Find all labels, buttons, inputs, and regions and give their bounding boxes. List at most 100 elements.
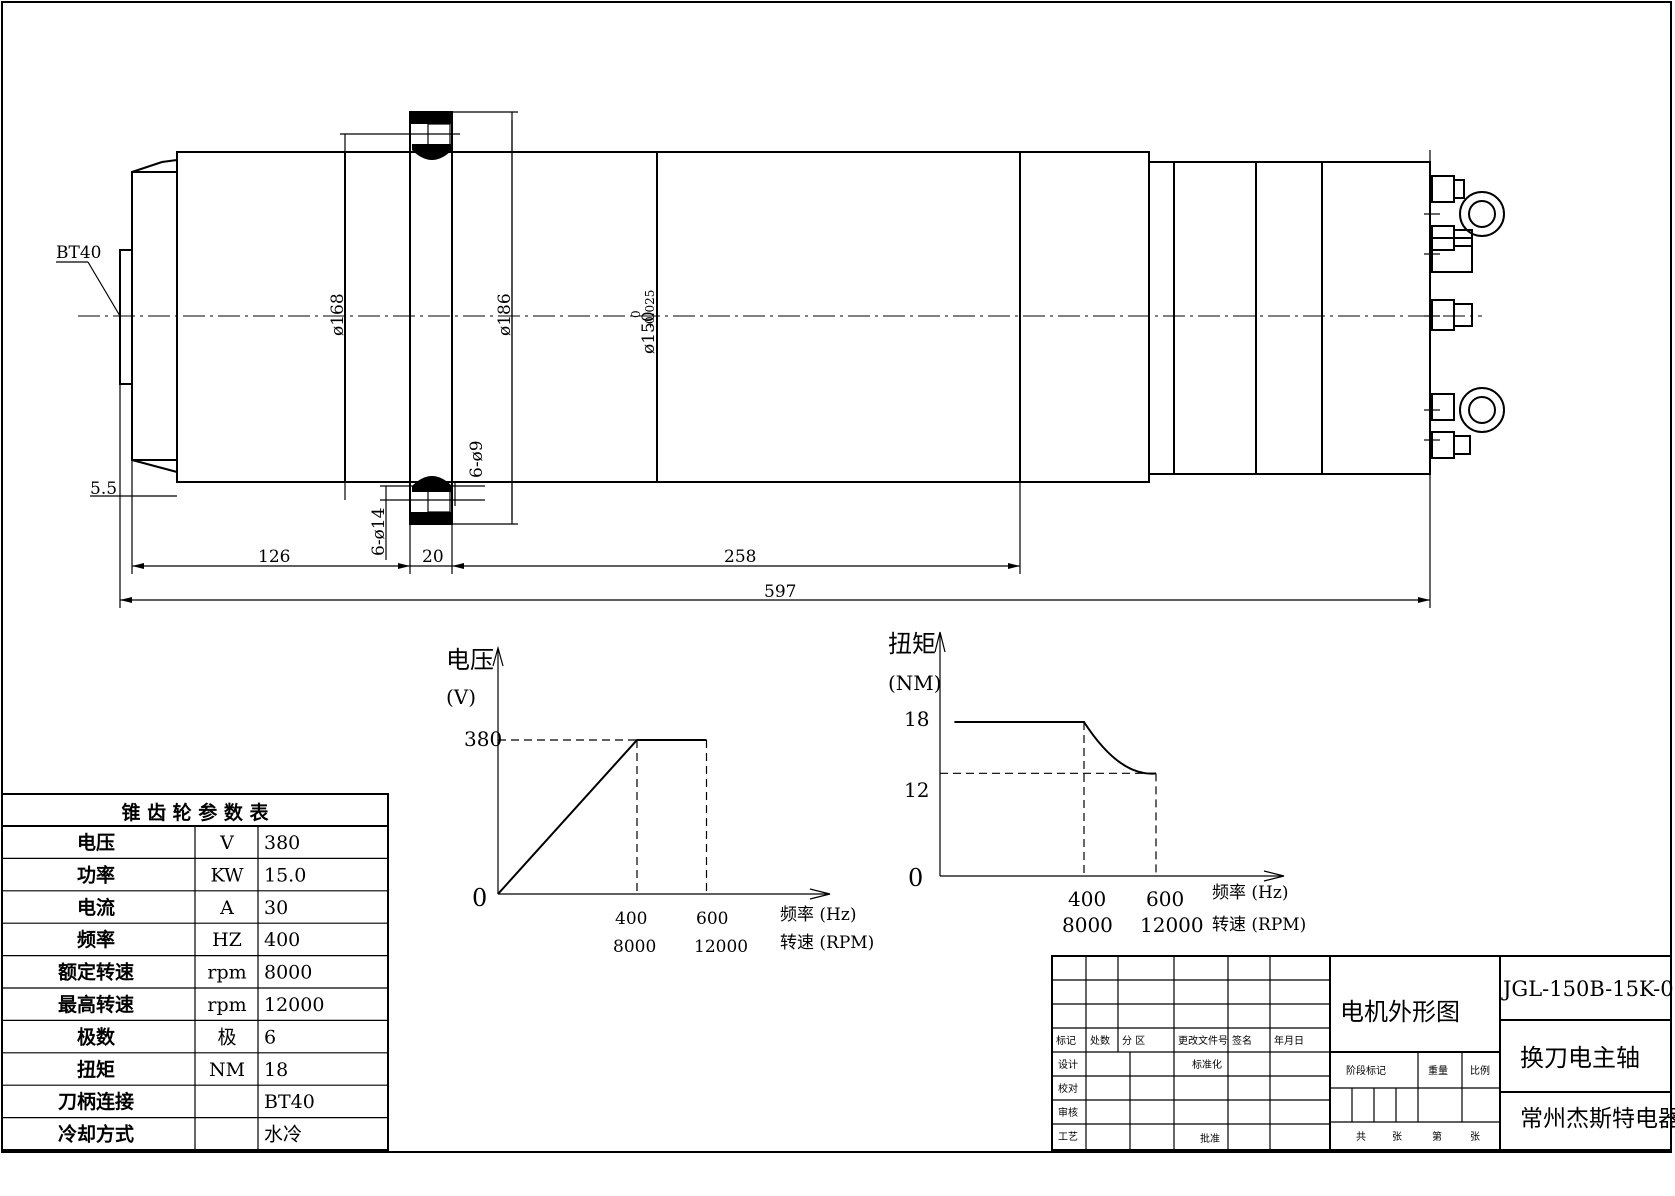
- voltage-origin: 0: [472, 884, 487, 912]
- torque-tick-12: 12: [904, 778, 929, 802]
- revision-header: 签名: [1232, 1034, 1252, 1047]
- torque-xlabel-freq: 频率 (Hz): [1212, 883, 1288, 903]
- param-unit: rpm: [207, 994, 246, 1016]
- torque-x-12000: 12000: [1140, 913, 1204, 937]
- standardize-label: 标准化: [1192, 1058, 1222, 1071]
- param-value: 水冷: [264, 1124, 302, 1146]
- torque-x-400: 400: [1068, 887, 1106, 911]
- dim-dia-186: ø186: [495, 293, 515, 336]
- product-name: 换刀电主轴: [1520, 1044, 1640, 1072]
- param-value: 30: [264, 897, 288, 919]
- dim-597: 597: [764, 582, 796, 602]
- revision-header: 更改文件号: [1178, 1034, 1228, 1047]
- dim-tol-upper: 0: [629, 310, 643, 318]
- param-unit: KW: [210, 864, 244, 886]
- approve-label: 批准: [1200, 1132, 1220, 1145]
- voltage-x-12000: 12000: [694, 937, 748, 957]
- param-value: BT40: [264, 1091, 315, 1113]
- torque-curve: [954, 721, 1157, 775]
- param-value: 400: [264, 929, 300, 951]
- torque-chart: 扭矩 (NM) 18 12 0 400 600 8000 12000 频率 (H…: [888, 630, 1306, 937]
- param-value: 8000: [264, 962, 312, 984]
- dim-126: 126: [258, 547, 290, 567]
- fitting-top: [1431, 175, 1505, 273]
- param-unit: V: [219, 832, 234, 854]
- param-name: 冷却方式: [58, 1123, 134, 1146]
- revision-header: 分 区: [1122, 1035, 1145, 1047]
- dim-dia-168: ø168: [328, 293, 348, 336]
- dim-5-5: 5.5: [90, 479, 117, 499]
- voltage-x-8000: 8000: [613, 937, 656, 957]
- voltage-chart: 电压 (V) 380 0 400 600 8000 12000 频率 (Hz) …: [446, 645, 874, 957]
- scale-label: 比例: [1470, 1064, 1490, 1077]
- spindle-drawing: BT40 5.5 126 20 258 597 ø168 ø186 ø150 0…: [56, 111, 1505, 608]
- param-name: 功率: [77, 863, 115, 886]
- voltage-curve: [497, 739, 707, 895]
- param-value: 380: [264, 832, 300, 854]
- voltage-x-400: 400: [615, 909, 647, 929]
- voltage-xlabel-speed: 转速 (RPM): [780, 933, 874, 953]
- dim-258: 258: [724, 547, 756, 567]
- signoff-label: 工艺: [1058, 1131, 1078, 1143]
- drawing-border: [1, 1, 1672, 1153]
- param-name: 额定转速: [58, 961, 134, 984]
- revision-header: 标记: [1056, 1035, 1076, 1047]
- torque-yunit: (NM): [888, 671, 942, 695]
- dim-holes-b: 6-ø14: [369, 508, 389, 556]
- sheets-total-label: 共: [1356, 1131, 1366, 1143]
- param-unit: rpm: [207, 962, 246, 984]
- param-value: 12000: [264, 994, 324, 1016]
- signoff-label: 设计: [1058, 1058, 1078, 1071]
- torque-tick-18: 18: [904, 707, 929, 731]
- fitting-bottom: [1431, 387, 1505, 459]
- company-name: 常州杰斯特电器: [1520, 1106, 1675, 1132]
- drawing-title: 电机外形图: [1340, 998, 1460, 1026]
- voltage-ylabel: 电压: [446, 646, 494, 674]
- param-unit: A: [219, 897, 234, 919]
- dim-20: 20: [422, 547, 444, 567]
- revision-header: 处数: [1090, 1034, 1110, 1047]
- stage-mark-label: 阶段标记: [1346, 1064, 1386, 1077]
- voltage-yunit: (V): [446, 685, 476, 709]
- title-block: 标记 处数分 区 更改文件号签名 年月日设计校对审核工艺 电机外形图 JGL-150B…: [1051, 955, 1675, 1151]
- param-name: 电流: [77, 896, 115, 919]
- torque-ylabel: 扭矩: [888, 630, 936, 658]
- param-value: 18: [264, 1059, 288, 1081]
- param-name: 极数: [77, 1025, 116, 1048]
- tool-holder-label: BT40: [56, 243, 101, 263]
- param-name: 频率: [77, 928, 115, 951]
- mount-flange: [409, 111, 453, 525]
- torque-x-600: 600: [1146, 887, 1184, 911]
- dim-tol-lower: -0.025: [643, 290, 657, 328]
- torque-xlabel-speed: 转速 (RPM): [1212, 915, 1306, 935]
- dim-holes-a: 6-ø9: [467, 440, 487, 478]
- param-name: 电压: [77, 831, 115, 854]
- param-name: 扭矩: [77, 1058, 115, 1081]
- torque-x-8000: 8000: [1062, 913, 1113, 937]
- param-value: 15.0: [264, 864, 306, 886]
- fitting-middle: [1431, 299, 1473, 331]
- param-name: 刀柄连接: [58, 1090, 134, 1113]
- parameter-table-title: 锥 齿 轮 参 数 表: [121, 801, 269, 824]
- param-unit: HZ: [212, 929, 242, 951]
- param-unit: NM: [209, 1059, 245, 1081]
- sheet-index-unit: 张: [1470, 1131, 1480, 1143]
- voltage-x-600: 600: [696, 909, 728, 929]
- parameter-table: 锥 齿 轮 参 数 表 电压 V 380 功率 KW 15.0 电流 A 30 频率 HZ 400 额定…: [1, 793, 389, 1151]
- part-number: JGL-150B-15K-00: [1501, 977, 1675, 1001]
- param-name: 最高转速: [58, 993, 134, 1016]
- spindle-housing: [176, 151, 1150, 483]
- weight-label: 重量: [1428, 1064, 1448, 1077]
- voltage-tick-380: 380: [464, 727, 502, 751]
- revision-header: 年月日: [1274, 1034, 1304, 1047]
- voltage-xlabel-freq: 频率 (Hz): [780, 905, 856, 925]
- torque-origin: 0: [908, 864, 923, 892]
- signoff-label: 审核: [1058, 1106, 1078, 1119]
- sheets-total-unit: 张: [1392, 1131, 1402, 1143]
- signoff-label: 校对: [1058, 1082, 1078, 1095]
- sheet-index-label: 第: [1432, 1130, 1442, 1143]
- param-unit: 极: [217, 1026, 236, 1048]
- param-value: 6: [264, 1026, 276, 1048]
- dim-dia-150: ø150: [639, 311, 659, 354]
